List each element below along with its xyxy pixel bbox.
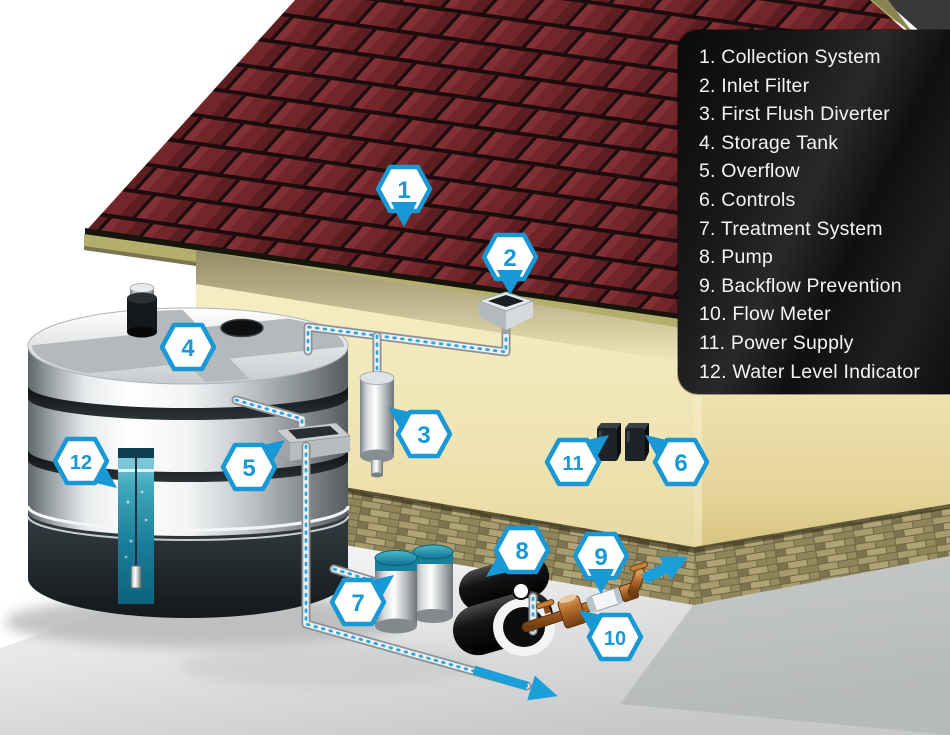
badge-7-treatment-system[interactable]: 7	[329, 575, 394, 627]
legend-item-1: 1. Collection System	[699, 46, 881, 68]
collection-pipe	[303, 318, 511, 386]
tank-manhole	[220, 318, 264, 338]
foundation-side	[694, 504, 950, 605]
inlet-filter	[477, 291, 535, 334]
badge-10-flow-meter[interactable]: 10	[579, 610, 644, 662]
badge-5-overflow[interactable]: 5	[220, 440, 285, 492]
backflow-preventer	[557, 594, 587, 629]
legend-item-7: 7. Treatment System	[699, 217, 883, 240]
badge-11-power-supply[interactable]: 11	[544, 435, 609, 487]
supply-flow-arrow	[641, 556, 689, 585]
legend-item-2: 2. Inlet Filter	[699, 74, 810, 97]
svg-text:3: 3	[417, 422, 430, 449]
valve-handle	[535, 599, 555, 615]
badge-8-pump[interactable]: 8	[486, 525, 551, 577]
legend-item-8: 8. Pump	[699, 246, 774, 269]
overflow-pipe	[301, 441, 532, 691]
svg-text:12: 12	[70, 452, 92, 474]
svg-text:1: 1	[397, 177, 410, 204]
valve-handle-2	[629, 561, 649, 572]
svg-text:11: 11	[562, 453, 583, 475]
supply-line	[521, 561, 649, 633]
badge-6-controls[interactable]: 6	[645, 435, 710, 487]
controls-box	[625, 423, 649, 461]
badge-1-collection-system[interactable]: 1	[375, 164, 433, 227]
badge-2-inlet-filter[interactable]: 2	[481, 232, 539, 295]
eave-shadow	[196, 250, 694, 364]
water-level-indicator	[118, 448, 154, 604]
legend-item-11: 11. Power Supply	[699, 331, 854, 354]
svg-text:10: 10	[604, 628, 626, 650]
house-shadow	[620, 555, 950, 735]
overflow-flow-arrow	[527, 675, 558, 701]
legend-item-12: 12. Water Level Indicator	[699, 360, 921, 383]
legend-item-4: 4. Storage Tank	[699, 131, 839, 154]
svg-text:2: 2	[503, 245, 516, 272]
first-flush-diverter	[359, 371, 395, 478]
svg-text:9: 9	[594, 544, 607, 571]
badge-12-water-level-indicator[interactable]: 12	[52, 436, 117, 488]
legend-item-5: 5. Overflow	[699, 160, 800, 183]
legend-panel: 1. Collection System 2. Inlet Filter 3. …	[678, 30, 950, 394]
legend-item-10: 10. Flow Meter	[699, 303, 831, 326]
svg-text:7: 7	[351, 590, 364, 617]
roof-eave-edge	[85, 228, 694, 323]
power-supply-box	[597, 423, 621, 461]
svg-text:6: 6	[674, 450, 687, 477]
level-probe-weight	[130, 565, 142, 589]
treatment-cylinder-rear	[412, 544, 454, 623]
flow-meter	[586, 587, 624, 613]
badge-3-first-flush-diverter[interactable]: 3	[388, 407, 453, 459]
legend-item-9: 9. Backflow Prevention	[699, 274, 902, 297]
svg-text:4: 4	[181, 335, 195, 362]
legend-item-6: 6. Controls	[699, 188, 796, 211]
legend-item-3: 3. First Flush Diverter	[699, 103, 890, 126]
storage-tank	[26, 283, 350, 618]
badge-9-backflow-prevention[interactable]: 9	[572, 531, 630, 594]
level-probe-wire	[135, 452, 137, 574]
svg-text:8: 8	[515, 538, 528, 565]
tank-vent	[127, 283, 157, 338]
svg-text:5: 5	[242, 455, 255, 482]
badge-4-storage-tank[interactable]: 4	[159, 322, 217, 372]
